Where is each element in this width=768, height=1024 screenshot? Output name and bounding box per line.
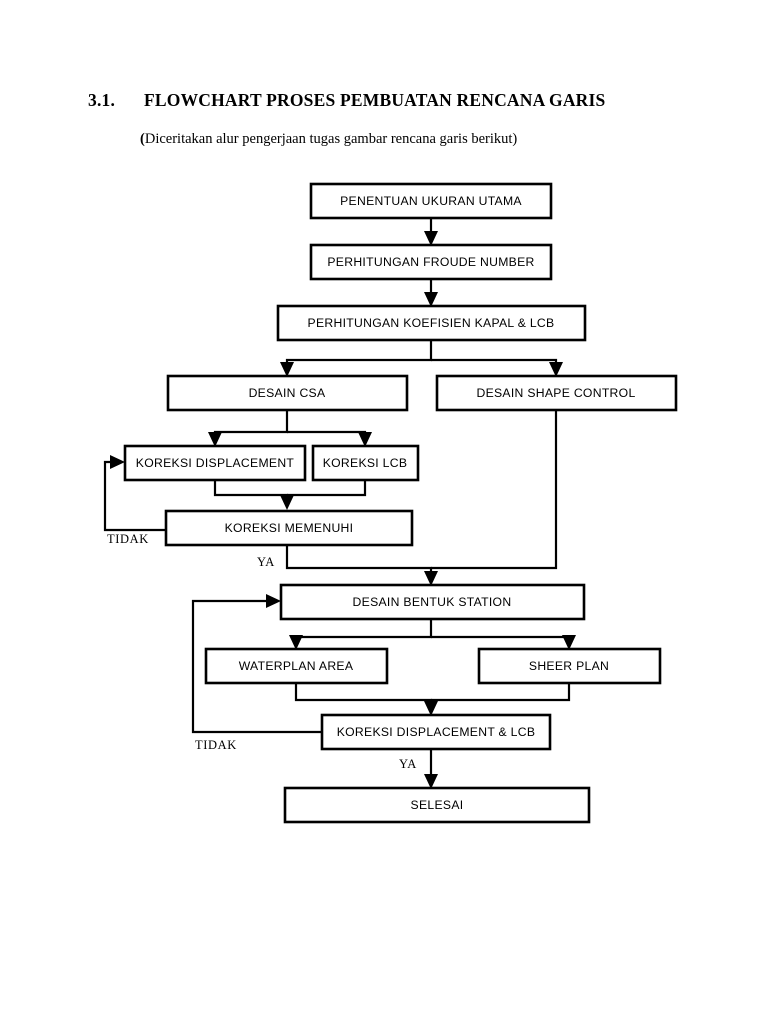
node-desain-bentuk-station (279, 583, 586, 621)
edge-label-tidak-upper: TIDAK (107, 532, 149, 546)
node-label-penentuan-ukuran-utama: PENENTUAN UKURAN UTAMA (340, 194, 522, 208)
connector-n12-tidak-loop (191, 599, 322, 734)
node-label-koreksi-displacement-lcb: KOREKSI DISPLACEMENT & LCB (337, 725, 536, 739)
connector-n9-split (294, 618, 433, 642)
connector-n3-split-right (431, 358, 558, 369)
connector-n3-split (285, 339, 433, 369)
arrowhead-n9-n10 (289, 635, 303, 650)
subheading-open-paren: ( (140, 131, 145, 147)
subheading-text: Diceritakan alur pengerjaan tugas gambar… (144, 131, 518, 147)
node-label-desain-bentuk-station: DESAIN BENTUK STATION (353, 595, 512, 609)
node-penentuan-ukuran-utama (309, 182, 553, 220)
node-koreksi-displacement (123, 444, 307, 482)
node-koreksi-lcb (311, 444, 420, 482)
node-label-desain-csa: DESAIN CSA (249, 386, 326, 400)
connector-n8-ya (285, 545, 433, 578)
arrowhead-ya-n9 (424, 571, 438, 586)
edge-label-tidak-lower: TIDAK (195, 738, 237, 752)
connector-n11-merge (431, 682, 571, 702)
edge-label-ya-upper: YA (257, 555, 275, 569)
node-koreksi-displacement-lcb (320, 713, 552, 751)
node-label-koreksi-displacement: KOREKSI DISPLACEMENT (136, 456, 295, 470)
node-label-koreksi-memenuhi: KOREKSI MEMENUHI (225, 521, 354, 535)
node-perhitungan-koefisien-kapal-lcb (276, 304, 587, 342)
edge-label-ya-lower: YA (399, 757, 417, 771)
arrowhead-n9-n11 (562, 635, 576, 650)
node-label-perhitungan-froude-number: PERHITUNGAN FROUDE NUMBER (327, 255, 534, 269)
node-koreksi-memenuhi (164, 509, 414, 547)
arrowhead-merge-n12 (424, 701, 438, 716)
node-label-sheer-plan: SHEER PLAN (529, 659, 609, 673)
node-selesai (283, 786, 591, 824)
arrowhead-n12-n13 (424, 774, 438, 789)
connector-n6-merge (213, 480, 289, 502)
arrowhead-n4-n7 (358, 432, 372, 447)
node-perhitungan-froude-number (309, 243, 553, 281)
arrowhead-n1-n2 (424, 231, 438, 246)
connector-n5-to-merge (431, 410, 558, 570)
node-label-perhitungan-koefisien-kapal-lcb: PERHITUNGAN KOEFISIEN KAPAL & LCB (308, 316, 555, 330)
node-waterplan-area (204, 647, 389, 685)
heading-number: 3.1. (88, 90, 116, 110)
node-desain-csa (166, 374, 409, 412)
arrowhead-n3-n4 (280, 362, 294, 377)
connector-n4-split-right (287, 430, 367, 439)
arrowhead-n4-n6 (208, 432, 222, 447)
page-heading: 3.1. FLOWCHART PROSES PEMBUATAN RENCANA G… (88, 90, 688, 111)
node-label-selesai: SELESAI (411, 798, 464, 812)
node-label-desain-shape-control: DESAIN SHAPE CONTROL (476, 386, 635, 400)
arrowhead-tidak-loop-n9 (266, 594, 281, 608)
connector-n10-merge (294, 682, 433, 708)
node-label-koreksi-lcb: KOREKSI LCB (323, 456, 408, 470)
node-label-waterplan-area: WATERPLAN AREA (239, 659, 354, 673)
node-desain-shape-control (435, 374, 678, 412)
connector-n7-merge (287, 480, 367, 497)
page-subheading: (Diceritakan alur pengerjaan tugas gamba… (140, 131, 517, 148)
arrowhead-n2-n3 (424, 292, 438, 307)
arrowhead-tidak-loop-n6 (110, 455, 125, 469)
node-sheer-plan (477, 647, 662, 685)
arrowhead-merge-n8 (280, 495, 294, 510)
arrowhead-n3-n5 (549, 362, 563, 377)
connector-n4-split (213, 410, 289, 439)
connector-n9-split-right (431, 635, 571, 642)
heading-title: FLOWCHART PROSES PEMBUATAN RENCANA GARIS (144, 90, 606, 110)
